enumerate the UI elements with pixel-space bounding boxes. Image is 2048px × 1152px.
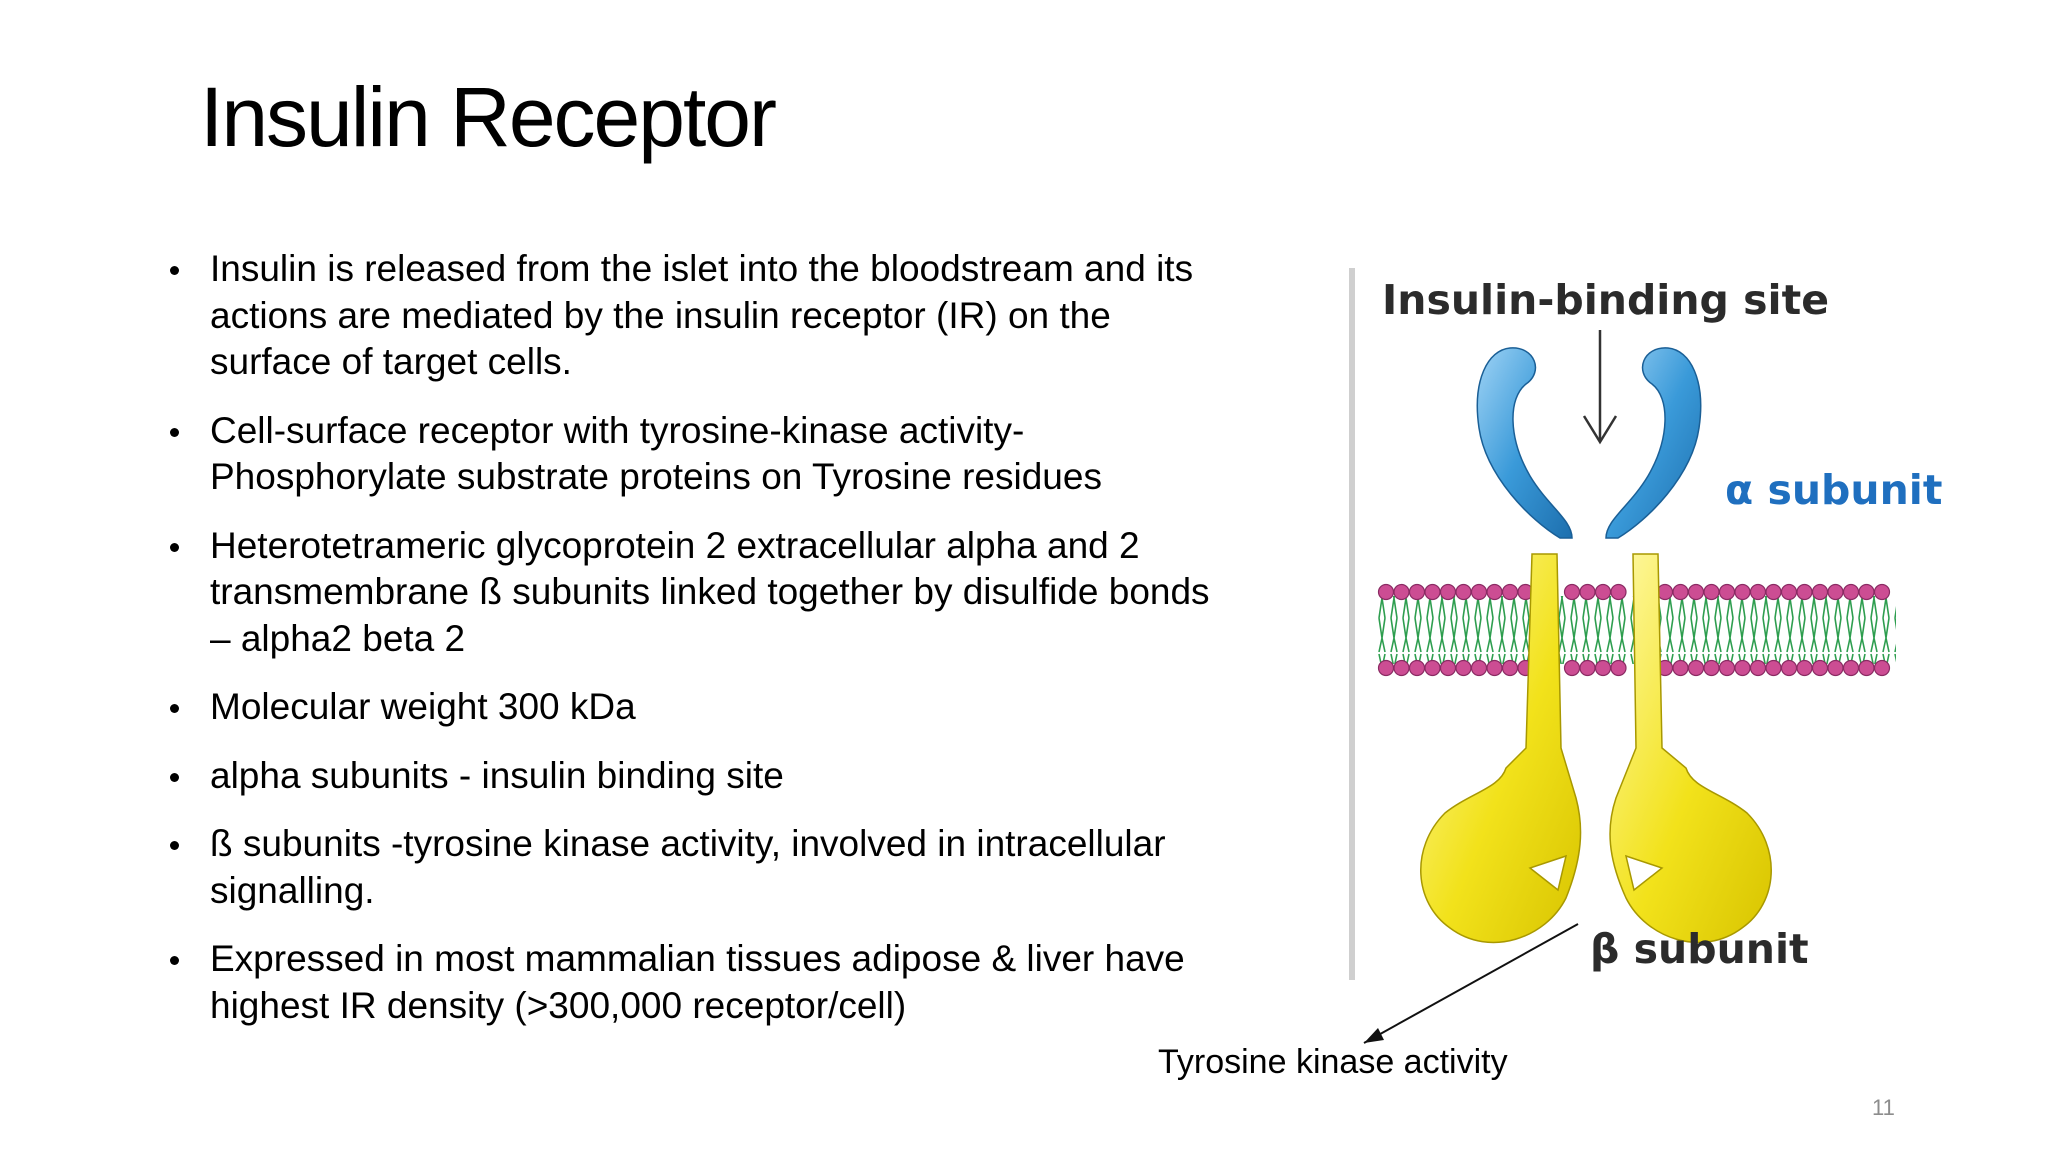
lipid-head — [1703, 659, 1720, 677]
lipid-head — [1486, 583, 1503, 601]
lipid-head — [1842, 659, 1860, 677]
insulin-binding-site-label: Insulin-binding site — [1382, 276, 1829, 324]
lipid-head — [1579, 659, 1596, 677]
lipid-head — [1718, 659, 1736, 677]
lipid-head — [1765, 583, 1782, 601]
bullet-item: Expressed in most mammalian tissues adip… — [170, 938, 1185, 1026]
lipid-head — [1827, 659, 1844, 677]
lipid-head — [1439, 583, 1457, 601]
lipid-head — [1687, 659, 1705, 677]
lipid-head — [1470, 659, 1488, 677]
lipid-head — [1703, 583, 1720, 601]
lipid-head — [1811, 659, 1829, 677]
lipid-head — [1827, 583, 1844, 601]
lipid-head — [1718, 583, 1736, 601]
lipid-head — [1501, 659, 1519, 677]
lipid-head — [1563, 583, 1581, 601]
lipid-head — [1470, 583, 1488, 601]
lipid-head — [1749, 659, 1767, 677]
lipid-head — [1858, 583, 1875, 601]
bullet-item: Cell-surface receptor with tyrosine-kina… — [170, 409, 1102, 497]
lipid-head — [1796, 659, 1813, 677]
lipid-head — [1656, 583, 1674, 601]
lipid-head — [1408, 659, 1426, 677]
bullet-item: Heterotetrameric glycoprotein 2 extracel… — [170, 524, 1210, 659]
lipid-head — [1765, 659, 1782, 677]
lipid-head — [1501, 583, 1519, 601]
lipid-head — [1687, 583, 1705, 601]
alpha-subunit-left — [1476, 347, 1573, 539]
lipid-head — [1610, 583, 1627, 601]
beta-subunit-left — [1420, 553, 1582, 944]
bullet-item: alpha subunits - insulin binding site — [170, 754, 784, 796]
lipid-head — [1455, 583, 1472, 601]
lipid-head — [1672, 659, 1689, 677]
lipid-head — [1393, 659, 1410, 677]
lipid-head — [1610, 659, 1627, 677]
bullet-item: Insulin is released from the islet into … — [170, 248, 1194, 382]
lipid-head — [1796, 583, 1813, 601]
page-number: 11 — [1872, 1095, 1895, 1120]
lipid-head — [1842, 583, 1860, 601]
insulin-receptor-diagram: Insulin-binding site α subunit β subunit — [1349, 268, 1942, 1044]
lipid-head — [1780, 583, 1798, 601]
alpha-subunit-label: α subunit — [1725, 466, 1942, 514]
lipid-head — [1873, 583, 1891, 601]
lipid-head — [1455, 659, 1472, 677]
bullet-list: Insulin is released from the islet into … — [168, 246, 1228, 1051]
bullet-item: Molecular weight 300 kDa — [170, 686, 636, 727]
binding-site-arrow — [1582, 330, 1618, 445]
slide-title: Insulin Receptor — [200, 70, 777, 164]
lipid-head — [1734, 583, 1751, 601]
tyrosine-kinase-arrow — [1363, 923, 1579, 1044]
lipid-head — [1486, 659, 1503, 677]
lipid-head — [1424, 583, 1441, 601]
lipid-head — [1734, 659, 1751, 677]
lipid-head — [1780, 659, 1798, 677]
lipid-head — [1563, 659, 1581, 677]
lipid-head — [1424, 659, 1441, 677]
tyrosine-kinase-caption: Tyrosine kinase activity — [1158, 1043, 1508, 1081]
beta-subunit-right — [1609, 553, 1772, 944]
lipid-head — [1858, 659, 1875, 677]
lipid-head — [1439, 659, 1457, 677]
lipid-head — [1377, 659, 1395, 677]
lipid-head — [1393, 583, 1410, 601]
lipid-head — [1811, 583, 1829, 601]
alpha-subunit-right — [1605, 347, 1702, 539]
lipid-head — [1579, 583, 1596, 601]
lipid-head — [1408, 583, 1426, 601]
lipid-head — [1377, 583, 1395, 601]
lipid-head — [1749, 583, 1767, 601]
lipid-head — [1873, 659, 1891, 677]
lipid-head — [1594, 583, 1612, 601]
bullet-item: ß subunits -tyrosine kinase activity, in… — [170, 823, 1166, 911]
lipid-head — [1594, 659, 1612, 677]
lipid-head — [1672, 583, 1689, 601]
beta-subunit-label: β subunit — [1590, 925, 1809, 973]
